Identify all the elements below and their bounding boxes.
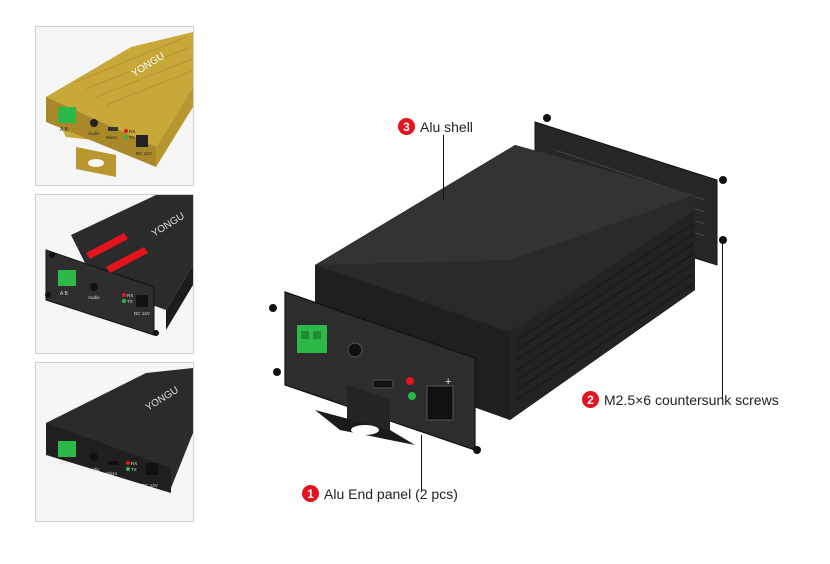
dc-jack — [146, 463, 158, 475]
svg-text:TX: TX — [127, 299, 133, 304]
callout-text: Alu shell — [420, 118, 473, 135]
screw-icon — [269, 304, 277, 312]
terminal-block — [58, 441, 76, 457]
screw-icon — [45, 292, 51, 298]
svg-text:+: + — [445, 376, 451, 388]
dc-jack — [136, 295, 148, 307]
leader-line-shell — [443, 135, 444, 200]
main-exploded-illustration: + — [255, 100, 735, 465]
micro-usb-port — [108, 461, 118, 465]
svg-text:Audio: Audio — [88, 467, 100, 472]
screw-icon — [719, 176, 727, 184]
rx-led — [406, 377, 414, 385]
callout-number: 3 — [398, 118, 415, 135]
audio-jack — [347, 342, 363, 358]
callout-text: M2.5×6 countersunk screws — [604, 391, 779, 408]
svg-text:RX: RX — [129, 129, 135, 134]
black-enclosure-image: YONGU A B Audio Micro RX TX DC 12V — [36, 363, 193, 521]
gold-enclosure-image: YONGU A B Audio Micro RX TX DC 12V — [36, 27, 193, 185]
svg-text:A B: A B — [60, 291, 68, 297]
screw-icon — [543, 114, 551, 122]
enclosure-exploded-image: + — [269, 114, 727, 454]
svg-text:Micro: Micro — [106, 135, 117, 140]
callout-end-panel: 1 Alu End panel (2 pcs) — [302, 485, 458, 502]
svg-text:A B: A B — [60, 127, 68, 133]
svg-text:TX: TX — [131, 467, 137, 472]
dc-jack — [426, 385, 454, 421]
callout-number: 2 — [582, 391, 599, 408]
terminal-block — [58, 107, 76, 123]
callout-number: 1 — [302, 485, 319, 502]
micro-usb-port — [108, 127, 118, 131]
svg-text:RX: RX — [127, 293, 133, 298]
svg-text:DC 12V: DC 12V — [142, 483, 158, 488]
svg-text:Audio: Audio — [88, 295, 100, 300]
svg-text:DC 12V: DC 12V — [134, 311, 150, 316]
screw-icon — [719, 236, 727, 244]
tx-led — [408, 392, 416, 400]
audio-jack — [90, 453, 98, 461]
terminal-block — [58, 270, 76, 286]
callout-text: Alu End panel (2 pcs) — [324, 485, 458, 502]
leader-line-panel — [421, 435, 422, 490]
thumbnail-exploded-enclosure[interactable]: YONGU A B Audio RX TX DC 12V — [35, 194, 194, 354]
screw-icon — [49, 252, 55, 258]
svg-text:Audio: Audio — [88, 131, 100, 136]
arrow-icon — [106, 247, 148, 273]
thumbnail-gold-enclosure[interactable]: YONGU A B Audio Micro RX TX DC 12V — [35, 26, 194, 186]
screws — [269, 114, 727, 454]
svg-text:Micro: Micro — [106, 471, 117, 476]
screw-icon — [473, 446, 481, 454]
exploded-enclosure-image: YONGU A B Audio RX TX DC 12V — [36, 195, 193, 353]
micro-usb-port — [372, 379, 394, 389]
leader-line-screws — [722, 240, 723, 400]
svg-text:TX: TX — [129, 135, 135, 140]
svg-text:DC 12V: DC 12V — [136, 151, 152, 156]
arrow-icon — [86, 233, 128, 259]
screw-icon — [153, 330, 159, 336]
audio-jack — [90, 283, 98, 291]
callout-alu-shell: 3 Alu shell — [398, 118, 473, 135]
svg-text:RX: RX — [131, 461, 137, 466]
callout-screws: 2 M2.5×6 countersunk screws — [582, 391, 779, 408]
thumbnail-black-enclosure[interactable]: YONGU A B Audio Micro RX TX DC 12V — [35, 362, 194, 522]
svg-text:A B: A B — [60, 461, 68, 467]
screw-icon — [273, 368, 281, 376]
dc-jack — [136, 135, 148, 147]
audio-jack — [90, 119, 98, 127]
